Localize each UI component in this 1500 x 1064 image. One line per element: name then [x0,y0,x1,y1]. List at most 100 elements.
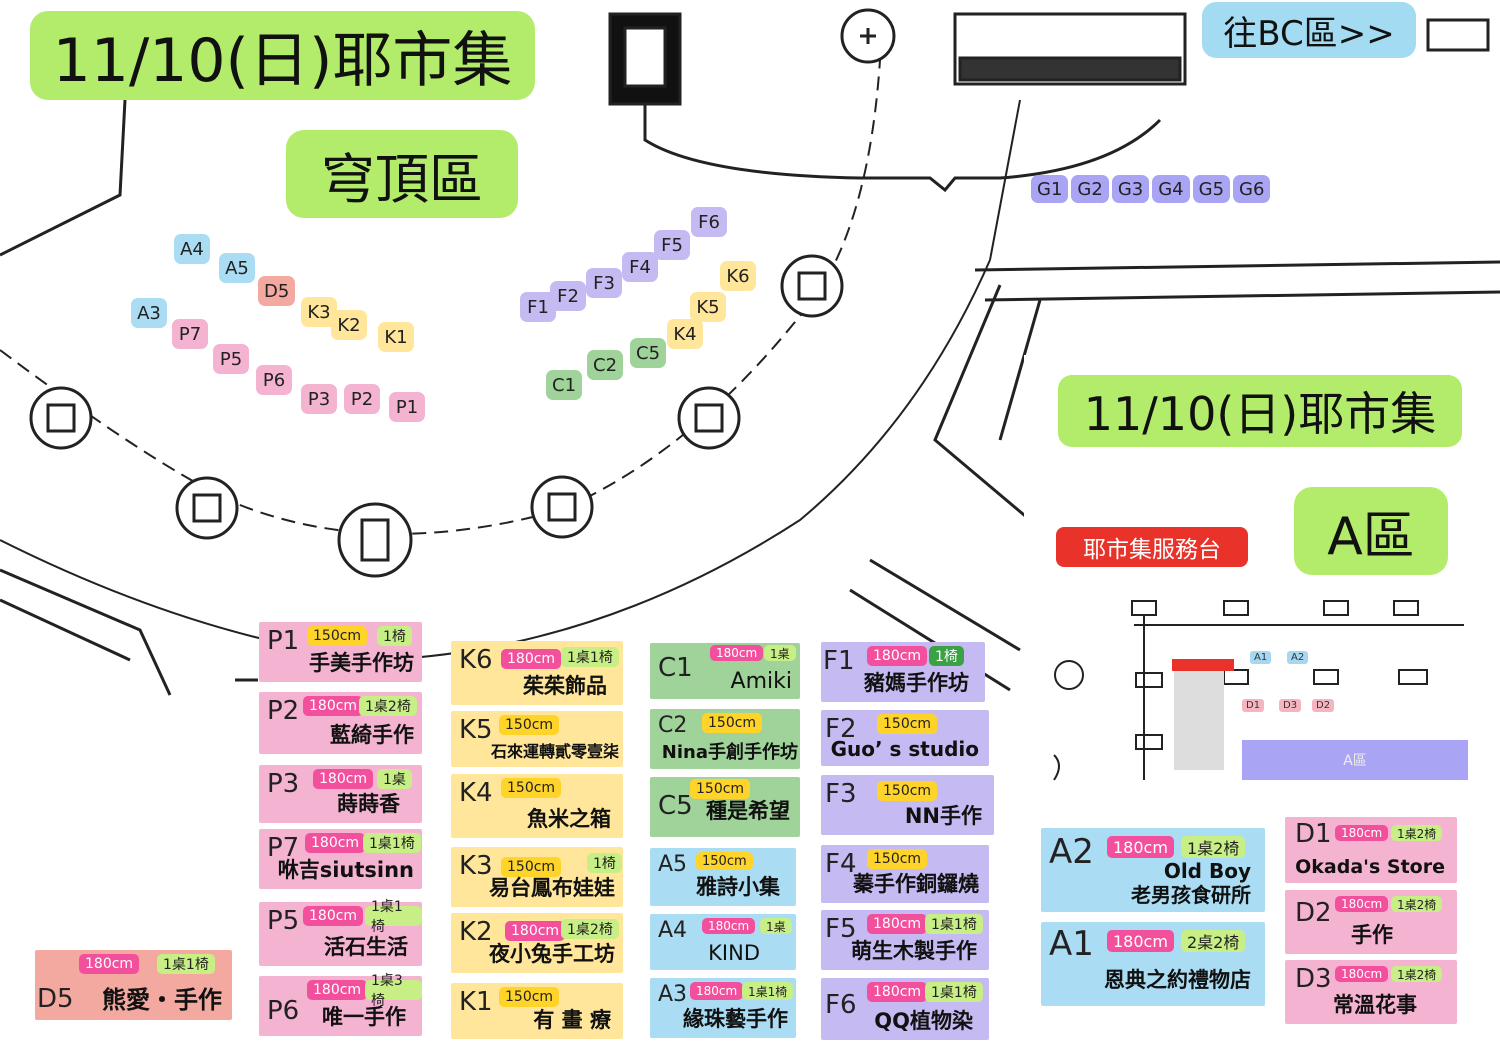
map-tag-f1[interactable]: F1 [520,292,556,322]
inset-floor-plan: A1 A2 D1 D3 D2 A區 [1024,585,1468,785]
g-tag-row: G1 G2 G3 G4 G5 G6 [1031,175,1271,203]
map-tag-a4[interactable]: A4 [174,234,210,264]
vendor-name: 手作 [1351,923,1393,947]
vendor-code: K3 [459,851,493,881]
map-tag-f5[interactable]: F5 [654,230,690,260]
map-tag-k5[interactable]: K5 [690,292,726,322]
map-tag-p2[interactable]: P2 [344,384,380,414]
vendor-card-c2[interactable]: C2 150cm Nina手創手作坊 [650,709,800,769]
vendor-name: 緣珠藝手作 [683,1007,788,1031]
map-tag-p5[interactable]: P5 [213,344,249,374]
vendor-code: P3 [267,769,300,799]
inset-title: 11/10(日)耶市集 [1058,375,1462,447]
map-tag-a5[interactable]: A5 [219,253,255,283]
page-title: 11/10(日)耶市集 [30,11,535,100]
service-desk-label: 耶市集服務台 [1056,527,1248,567]
vendor-code: F3 [825,779,857,809]
vendor-card-a1[interactable]: A1 180cm 2桌2椅 恩典之約禮物店 [1041,922,1265,1006]
vendor-card-k4[interactable]: K4 150cm 魚米之箱 [451,774,623,838]
vendor-name: 雅詩小集 [696,875,780,899]
vendor-card-d5[interactable]: 180cm 1桌1椅 D5 熊愛・手作 [35,950,232,1020]
vendor-card-p6[interactable]: P6 180cm 1桌3椅 唯一手作 [259,973,422,1036]
vendor-furniture: 1桌1椅 [157,954,215,974]
vendor-name: 魚米之箱 [527,807,611,831]
map-tag-k4[interactable]: K4 [667,319,703,349]
vendor-card-a4[interactable]: A4 180cm 1桌 KIND [650,914,796,970]
vendor-card-d2[interactable]: D2 180cm 1桌2椅 手作 [1285,890,1457,954]
inset-mini-d2: D2 [1312,699,1335,712]
map-tag-g3[interactable]: G3 [1111,175,1150,203]
vendor-size: 150cm [501,778,562,798]
vendor-card-f6[interactable]: F6 180cm 1桌1椅 QQ植物染 [821,978,989,1040]
vendor-name: NN手作 [904,804,982,828]
vendor-card-p7[interactable]: P7 180cm 1桌1椅 咻吉siutsinn [259,829,422,889]
vendor-size: 180cm [307,980,368,1000]
zone-title-dome: 穹頂區 [286,130,518,218]
vendor-size: 180cm [1335,896,1389,912]
map-tag-f4[interactable]: F4 [622,252,658,282]
vendor-card-k3[interactable]: K3 150cm 1椅 易台鳳布娃娃 [451,847,623,907]
vendor-name: 茱茱飾品 [523,674,607,698]
vendor-name: KIND [708,941,760,965]
map-tag-f3[interactable]: F3 [586,268,622,298]
vendor-card-f1[interactable]: F1 180cm 1椅 豬媽手作坊 [821,642,985,702]
vendor-furniture: 1桌2椅 [1391,966,1443,982]
vendor-card-a5[interactable]: A5 150cm 雅詩小集 [650,848,796,906]
map-tag-c1[interactable]: C1 [546,370,583,400]
vendor-card-a2[interactable]: A2 180cm 1桌2椅 Old Boy 老男孩食研所 [1041,828,1265,912]
vendor-card-k6[interactable]: K6 180cm 1桌1椅 茱茱飾品 [451,641,623,705]
vendor-card-a3[interactable]: A3 180cm 1桌1椅 緣珠藝手作 [650,978,796,1038]
map-tag-g2[interactable]: G2 [1071,175,1109,203]
vendor-size: 180cm [313,769,374,789]
vendor-card-d1[interactable]: D1 180cm 1桌2椅 Okada's Store [1285,817,1457,883]
vendor-size: 180cm [1107,836,1174,858]
vendor-card-c1[interactable]: C1 180cm 1桌 Amiki [650,643,800,699]
vendor-card-k2[interactable]: K2 180cm 1桌2椅 夜小兔手工坊 [451,913,623,973]
map-tag-k1[interactable]: K1 [378,322,414,352]
vendor-furniture: 1桌 [377,769,412,789]
vendor-code: P2 [267,696,300,726]
map-tag-p3[interactable]: P3 [301,384,337,414]
vendor-size: 180cm [305,833,366,853]
vendor-card-f4[interactable]: F4 150cm 蓁手作銅鑼燒 [821,845,989,903]
vendor-name: 種是希望 [706,799,790,823]
map-tag-k2[interactable]: K2 [331,310,367,340]
vendor-size: 150cm [702,713,763,733]
nav-to-bc-zone-button[interactable]: 往BC區>> [1202,2,1416,58]
vendor-card-p5[interactable]: P5 180cm 1桌1椅 活石生活 [259,899,422,966]
map-tag-g6[interactable]: G6 [1233,175,1271,203]
map-tag-g4[interactable]: G4 [1152,175,1190,203]
vendor-card-k1[interactable]: K1 150cm 有 畫 療 [451,983,623,1039]
vendor-card-p3[interactable]: P3 180cm 1桌 蒔蒔香 [259,765,422,823]
map-tag-p1[interactable]: P1 [389,392,425,422]
map-tag-g5[interactable]: G5 [1192,175,1231,203]
map-tag-k6[interactable]: K6 [720,261,756,291]
map-tag-c5[interactable]: C5 [630,338,667,368]
map-tag-c2[interactable]: C2 [587,350,624,380]
map-tag-f2[interactable]: F2 [550,281,586,311]
vendor-furniture: 1桌2椅 [1181,836,1246,858]
vendor-name: QQ植物染 [874,1009,973,1033]
vendor-card-f2[interactable]: F2 150cm Guo’ s studio [821,710,989,766]
map-tag-p7[interactable]: P7 [172,319,208,349]
vendor-name: 咻吉siutsinn [277,858,414,882]
inset-mini-d1: D1 [1242,699,1265,712]
vendor-card-f5[interactable]: F5 180cm 1桌1椅 萌生木製手作 [821,910,989,970]
map-tag-d5[interactable]: D5 [258,276,296,306]
vendor-size: 180cm [303,906,364,926]
vendor-name: 活石生活 [324,935,408,959]
vendor-card-p2[interactable]: P2 180cm 1桌2椅 藍綺手作 [259,692,422,754]
vendor-card-c5[interactable]: C5 150cm 種是希望 [650,777,800,837]
vendor-size: 180cm [79,954,140,974]
vendor-code: P5 [267,906,300,936]
vendor-card-d3[interactable]: D3 180cm 1桌2椅 常溫花事 [1285,960,1457,1024]
vendor-card-p1[interactable]: P1 150cm 1椅 手美手作坊 [259,622,422,682]
map-tag-p6[interactable]: P6 [256,365,292,395]
map-tag-a3[interactable]: A3 [131,298,167,328]
vendor-card-f3[interactable]: F3 150cm NN手作 [821,775,994,835]
vendor-card-k5[interactable]: K5 150cm 石來運轉貳零壹柒 [451,711,623,767]
map-tag-f6[interactable]: F6 [691,207,727,237]
map-tag-g1[interactable]: G1 [1031,175,1069,203]
vendor-code: A4 [658,918,688,943]
